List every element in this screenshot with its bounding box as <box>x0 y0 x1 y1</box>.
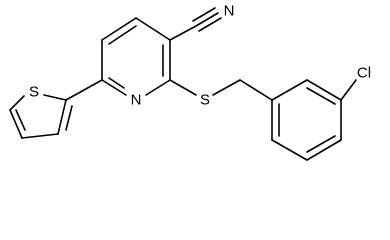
bond-b2-b3-inner <box>306 87 336 105</box>
bond-c3-cn <box>169 25 197 41</box>
bond-t3-t4 <box>21 133 59 139</box>
nitrile-n-label: N <box>224 3 235 20</box>
bond-t5-s <box>9 95 25 111</box>
thioether-s-label: S <box>200 92 210 109</box>
bond-b5-b6 <box>271 139 308 161</box>
thioether-linkage: S <box>169 79 273 109</box>
bond-s-t2 <box>43 94 67 101</box>
bond-c5-c4 <box>101 17 137 41</box>
bond-cn-triple-1 <box>195 12 219 27</box>
bond-b4-b5 <box>306 139 342 161</box>
bond-c4-c3 <box>135 17 171 41</box>
bond-c2-s <box>169 79 197 96</box>
bond-n1-c6 <box>101 79 127 96</box>
thiophene-s-label: S <box>29 84 39 101</box>
nitrile-group: N <box>169 3 235 41</box>
chlorine-label: Cl <box>357 65 371 82</box>
bond-c2-n1 <box>145 79 171 96</box>
pyridine-ring <box>101 17 171 96</box>
chlorobenzene-ring: Cl <box>271 65 371 161</box>
bond-n1-c6-inner <box>108 77 125 89</box>
bond-t4-t5-inner <box>15 109 26 131</box>
bond-c6-t2 <box>65 79 103 101</box>
bond-b1-b2 <box>271 79 308 101</box>
pyridine-n-label: N <box>131 92 142 109</box>
bond-c5-c4-inner <box>108 25 137 45</box>
bond-t4-t5 <box>9 109 23 139</box>
thiophene-ring: S <box>9 79 103 139</box>
bond-s-ch2 <box>212 79 241 96</box>
bond-cn-triple-3 <box>198 17 222 32</box>
bond-ch2-benzene <box>239 79 273 101</box>
bond-t2-t3 <box>57 99 67 135</box>
bond-cn-triple-2 <box>192 7 216 22</box>
molecule-canvas: N N S Cl <box>9 3 371 161</box>
bond-t2-t3-inner <box>65 105 73 131</box>
bond-b3-cl <box>340 79 357 101</box>
molecule-structure-diagram: N N S Cl <box>9 3 371 161</box>
bond-b4-b5-inner <box>306 135 336 153</box>
bond-b2-b3 <box>306 79 342 101</box>
